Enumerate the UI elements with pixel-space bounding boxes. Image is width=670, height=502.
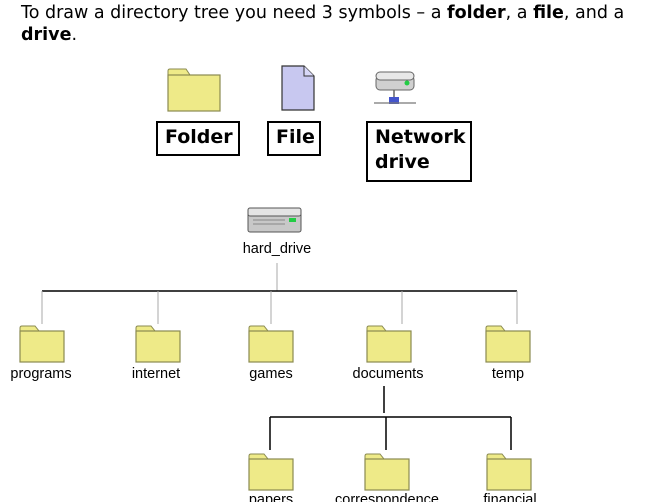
intro-text: To draw a directory tree you need 3 symb… (21, 2, 661, 46)
root-label: hard_drive (242, 241, 312, 257)
folder-icon (248, 453, 294, 491)
folder-label-financial: financial (483, 492, 537, 502)
folder-icon (485, 325, 531, 363)
intro-part-1: To draw a directory tree you need 3 symb… (21, 3, 447, 23)
hard-drive-icon (247, 207, 302, 233)
folder-icon (366, 325, 412, 363)
folder-label-correspondence: correspondence (335, 492, 439, 502)
legend-folder-icon (167, 68, 221, 112)
legend-folder-label: Folder (156, 121, 240, 156)
intro-part-4: . (71, 25, 78, 45)
legend-file-icon (281, 65, 315, 111)
intro-part-3: , and a (563, 3, 625, 23)
legend-file-label: File (267, 121, 321, 156)
intro-folder-word: folder (446, 3, 506, 23)
folder-icon (364, 453, 410, 491)
intro-file-word: file (533, 3, 564, 23)
folder-label-internet: internet (131, 366, 181, 382)
folder-label-games: games (249, 366, 293, 382)
folder-icon (135, 325, 181, 363)
folder-label-temp: temp (491, 366, 525, 382)
legend-network-drive-label: Network drive (366, 121, 472, 182)
folder-icon (19, 325, 65, 363)
intro-part-2: , a (505, 3, 534, 23)
folder-icon (248, 325, 294, 363)
folder-label-documents: documents (352, 366, 424, 382)
folder-label-programs: programs (10, 366, 72, 382)
folder-label-papers: papers (248, 492, 294, 502)
intro-drive-word: drive (21, 25, 72, 45)
folder-icon (486, 453, 532, 491)
legend-network-drive-icon (374, 71, 416, 104)
